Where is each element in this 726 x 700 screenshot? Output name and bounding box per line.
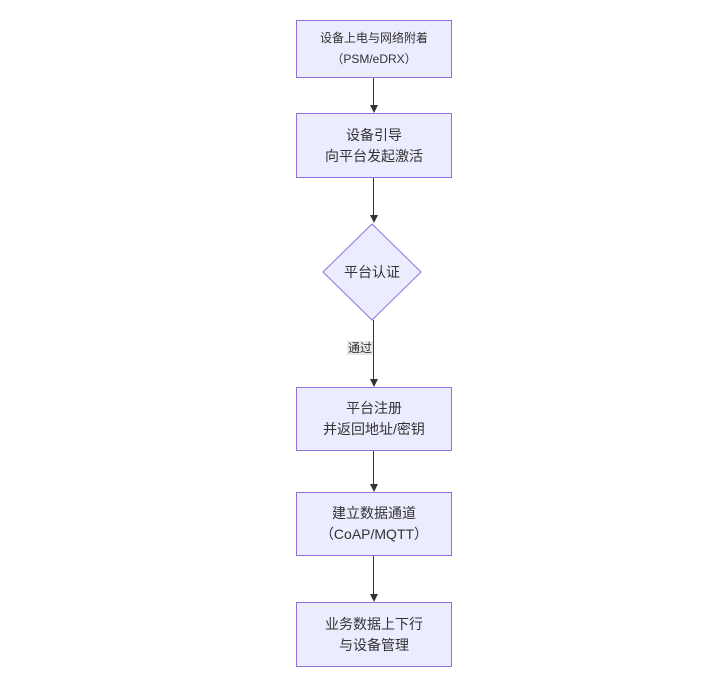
edge-label-pass: 通过 — [347, 341, 374, 355]
flow-node-power-attach: 设备上电与网络附着 （PSM/eDRX） — [296, 20, 452, 78]
flow-node-data-channel: 建立数据通道 （CoAP/MQTT） — [296, 492, 452, 556]
arrowhead-icon — [369, 215, 378, 223]
edge-line — [373, 320, 374, 379]
edge-line — [373, 451, 374, 484]
node-label-line: 设备引导 — [346, 126, 402, 143]
node-label-line: 设备上电与网络附着 — [319, 31, 428, 45]
edge-power-to-bootstrap — [369, 78, 378, 113]
edge-channel-to-business — [369, 556, 378, 602]
edge-register-to-channel — [369, 451, 378, 492]
arrowhead-icon — [369, 594, 378, 602]
diamond-shape — [322, 223, 422, 321]
node-label-line: 平台注册 — [346, 400, 402, 416]
edge-line — [373, 78, 374, 105]
node-label-line: 业务数据上下行 — [325, 615, 423, 632]
flow-node-bootstrap: 设备引导 向平台发起激活 — [296, 113, 452, 178]
edge-line — [373, 178, 374, 215]
arrowhead-icon — [369, 484, 378, 492]
node-label-line: 向平台发起激活 — [325, 147, 423, 164]
node-label-line: 平台认证 — [344, 264, 400, 280]
edge-line — [373, 556, 374, 594]
edge-bootstrap-to-auth — [369, 178, 378, 223]
flow-node-platform-register: 平台注册 并返回地址/密钥 — [296, 387, 452, 451]
arrowhead-icon — [369, 379, 378, 387]
flow-node-platform-auth: 平台认证 — [322, 223, 422, 321]
node-label-line: 与设备管理 — [339, 636, 409, 653]
node-label-line: 并返回地址/密钥 — [323, 421, 425, 437]
arrowhead-icon — [369, 105, 378, 113]
edge-auth-to-register — [369, 320, 378, 387]
node-label-line: （CoAP/MQTT） — [319, 526, 429, 542]
flow-node-business-data: 业务数据上下行 与设备管理 — [296, 602, 452, 667]
node-label-line: 建立数据通道 — [332, 505, 416, 521]
node-label-line: （PSM/eDRX） — [331, 52, 417, 66]
